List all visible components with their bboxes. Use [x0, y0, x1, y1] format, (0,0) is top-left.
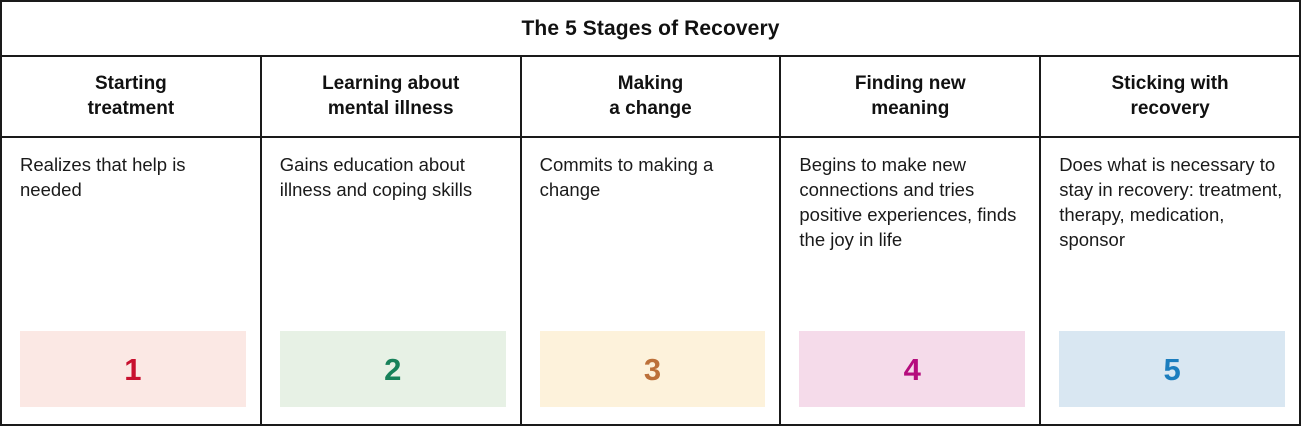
header-cell-stage-4: Finding new meaning [781, 57, 1042, 136]
stage-number: 1 [124, 351, 142, 387]
stage-header-label: Making a change [609, 73, 692, 119]
table-title-row: The 5 Stages of Recovery [2, 2, 1299, 57]
header-cell-stage-1: Starting treatment [2, 57, 262, 136]
stage-description: Gains education about illness and coping… [279, 154, 473, 201]
body-cell-stage-5: Does what is necessary to stay in recove… [1041, 138, 1299, 424]
stage-number-badge-2: 2 [279, 331, 506, 407]
stage-number: 5 [1163, 351, 1181, 387]
table-body-row: Realizes that help is needed 1 Gains edu… [2, 138, 1299, 424]
stage-header-label: Finding new meaning [854, 73, 966, 119]
stage-header-label: Learning about mental illness [322, 73, 460, 119]
stage-number: 3 [643, 351, 662, 387]
header-cell-stage-3: Making a change [522, 57, 782, 136]
stage-number-badge-1: 1 [20, 331, 246, 407]
page-title: The 5 Stages of Recovery [521, 16, 780, 40]
header-cell-stage-2: Learning about mental illness [262, 57, 522, 136]
body-cell-stage-3: Commits to making a change 3 [522, 138, 782, 424]
stage-number-badge-4: 4 [799, 331, 1026, 407]
body-cell-stage-4: Begins to make new connections and tries… [781, 138, 1042, 424]
stage-header-label: Sticking with recovery [1111, 73, 1229, 119]
stage-description: Begins to make new connections and tries… [799, 154, 1017, 251]
header-cell-stage-5: Sticking with recovery [1041, 57, 1299, 136]
body-cell-stage-1: Realizes that help is needed 1 [2, 138, 262, 424]
body-cell-stage-2: Gains education about illness and coping… [262, 138, 522, 424]
stage-description: Commits to making a change [539, 154, 714, 201]
stage-number: 4 [903, 351, 921, 387]
stage-header-label: Starting treatment [87, 73, 175, 119]
stage-number: 2 [384, 351, 402, 387]
stage-description: Does what is necessary to stay in recove… [1059, 154, 1283, 251]
stage-number-badge-5: 5 [1059, 331, 1285, 407]
table-header-row: Starting treatment Learning about mental… [2, 57, 1299, 138]
stage-description: Realizes that help is needed [20, 154, 186, 201]
stage-number-badge-3: 3 [539, 331, 766, 407]
